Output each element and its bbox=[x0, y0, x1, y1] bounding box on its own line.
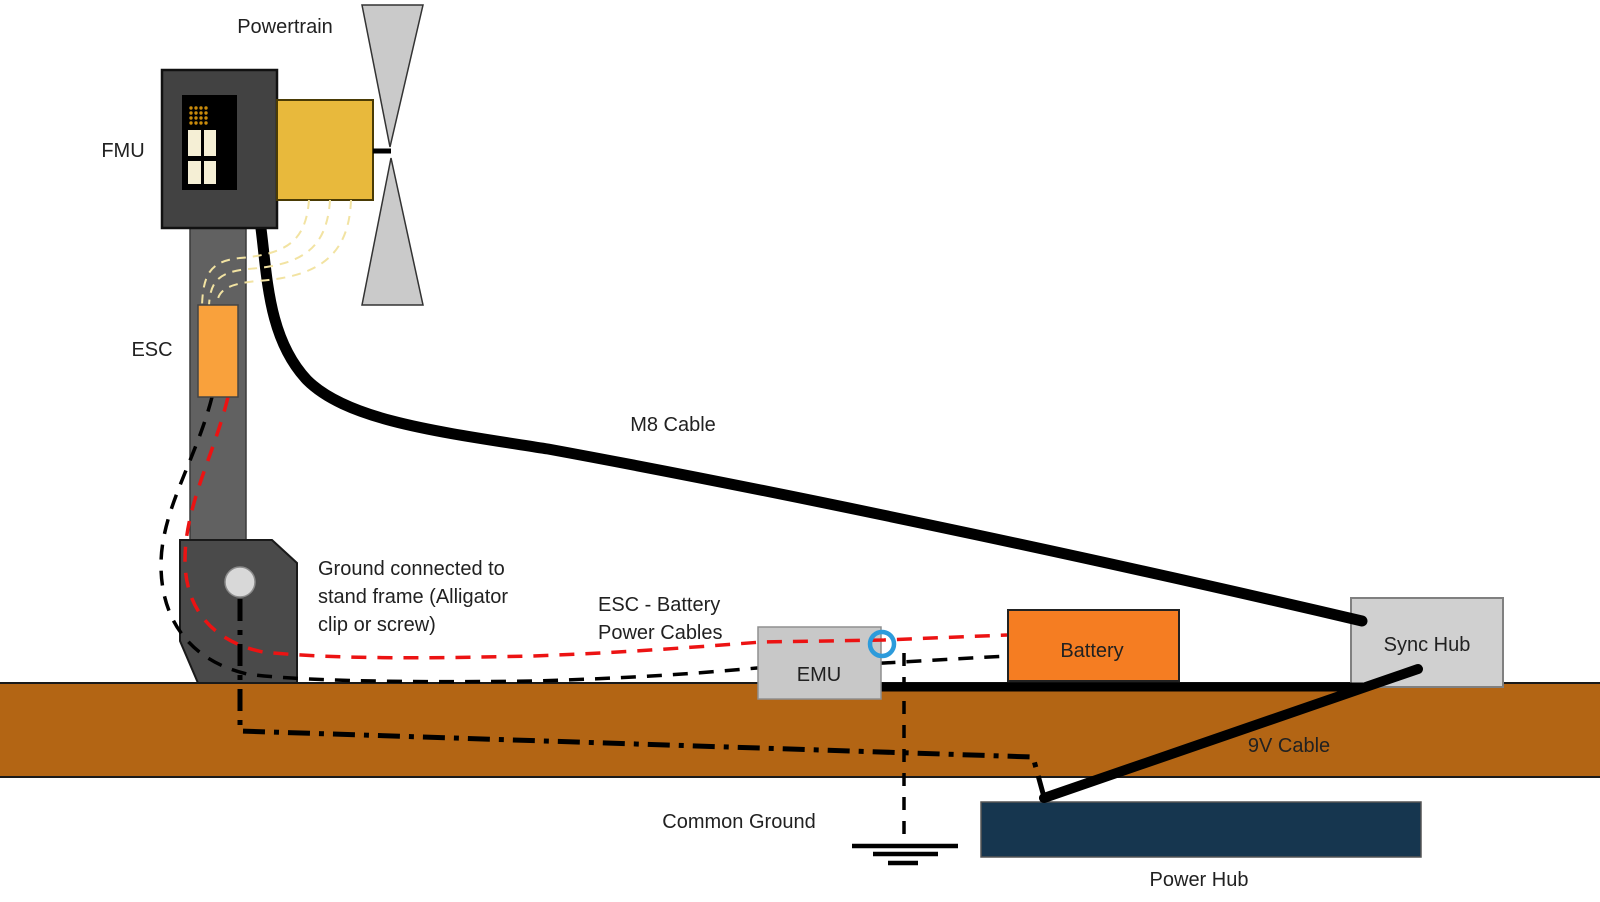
battery-label: Battery bbox=[1060, 640, 1123, 662]
fmu-connector-pads bbox=[188, 130, 216, 184]
powertrain-label: Powertrain bbox=[237, 16, 333, 38]
ground-clip-screw bbox=[224, 566, 256, 598]
nine-v-cable-label: 9V Cable bbox=[1248, 735, 1330, 757]
current-probe-ring bbox=[867, 629, 897, 659]
esc-battery-note-line2: Power Cables bbox=[598, 622, 723, 644]
fmu-label: FMU bbox=[101, 140, 144, 162]
sync-hub-box bbox=[1350, 597, 1504, 688]
propeller-bottom-blade bbox=[361, 157, 424, 306]
common-ground-label: Common Ground bbox=[662, 811, 815, 833]
motor-phase-wires bbox=[201, 199, 352, 307]
esc-battery-cable-black bbox=[159, 396, 1008, 684]
power-hub-label: Power Hub bbox=[1150, 869, 1249, 891]
m8-cable-label: M8 Cable bbox=[630, 414, 716, 436]
power-hub-box bbox=[980, 801, 1422, 858]
esc-box bbox=[197, 304, 239, 398]
emu-label: EMU bbox=[797, 664, 841, 686]
esc-battery-note-line1: ESC - Battery bbox=[598, 594, 720, 616]
esc-battery-note: ESC - Battery Power Cables bbox=[598, 594, 723, 644]
ground-note: Ground connected to stand frame (Alligat… bbox=[318, 558, 508, 636]
m8-cable bbox=[251, 196, 1368, 627]
sync-hub-label: Sync Hub bbox=[1384, 634, 1471, 656]
emu-box bbox=[757, 626, 882, 700]
esc-battery-cable-red bbox=[183, 396, 1008, 660]
stand-ground-cable bbox=[237, 599, 1047, 798]
ground-symbol bbox=[852, 843, 958, 866]
ground-note-line2: stand frame (Alligator bbox=[318, 586, 508, 608]
fmu-pin-dots bbox=[189, 106, 208, 125]
ground-note-line1: Ground connected to bbox=[318, 558, 505, 580]
ground-note-line3: clip or screw) bbox=[318, 614, 436, 636]
battery-box bbox=[1007, 609, 1180, 682]
nine-v-cable bbox=[1039, 664, 1423, 803]
esc-label: ESC bbox=[131, 339, 172, 361]
propeller-top-blade bbox=[361, 4, 424, 148]
motor-box bbox=[276, 99, 374, 201]
